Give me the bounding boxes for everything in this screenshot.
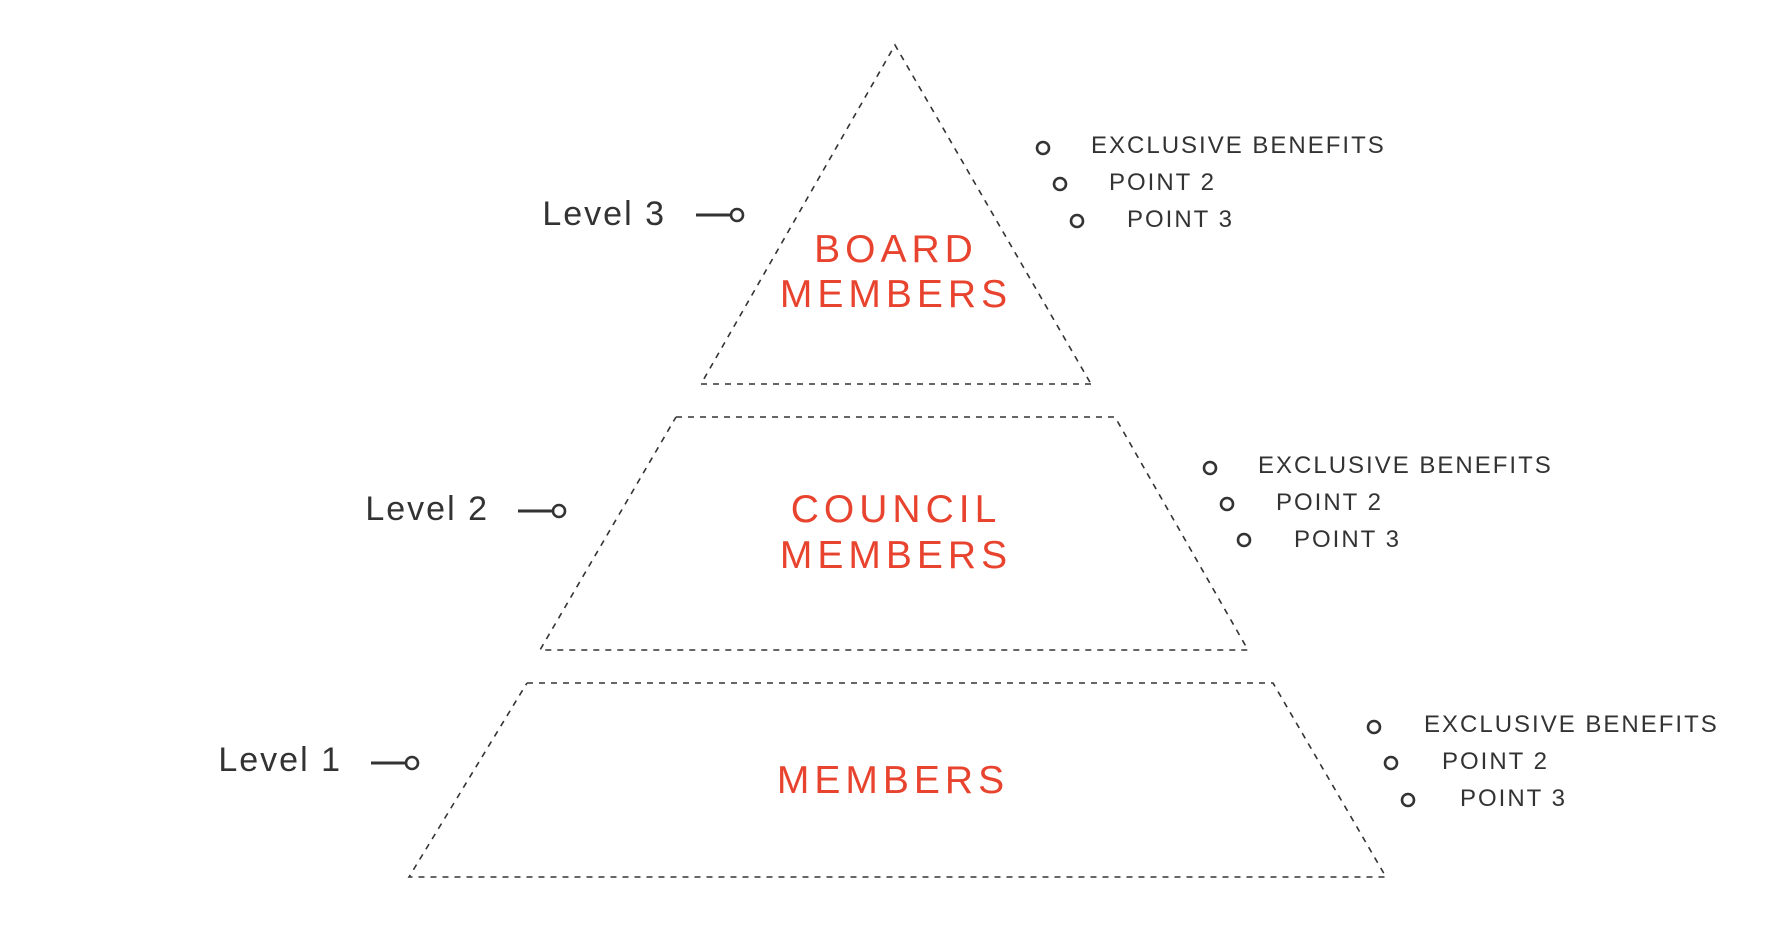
tier-1-benefits-list: EXCLUSIVE BENEFITS POINT 2 POINT 3 — [1366, 711, 1719, 812]
tier-1-benefit-3: POINT 3 — [1460, 785, 1567, 812]
tier-2-title-line-1: COUNCIL — [791, 488, 1002, 531]
bullet-icon — [1219, 496, 1235, 512]
bullet-icon — [1069, 213, 1085, 229]
tier-level-3: BOARD MEMBERS Level 3 EXCLUSIVE BENEFITS… — [542, 43, 1386, 385]
bullet-icon — [1035, 140, 1051, 156]
bullet-icon — [1400, 792, 1416, 808]
tier-2-title-line-2: MEMBERS — [780, 534, 1012, 577]
tier-1-benefit-1: EXCLUSIVE BENEFITS — [1424, 711, 1719, 738]
level-1-label: Level 1 — [218, 741, 342, 779]
tier-3-title-line-2: MEMBERS — [780, 273, 1012, 316]
tier-1-outline — [407, 682, 1388, 878]
tier-2-benefit-3: POINT 3 — [1294, 526, 1401, 553]
tier-level-1: MEMBERS Level 1 EXCLUSIVE BENEFITS POINT… — [218, 682, 1719, 878]
tier-3-outline — [699, 43, 1092, 385]
level-2-connector-dot — [551, 503, 567, 519]
level-3-label: Level 3 — [542, 195, 666, 233]
tier-3-title-line-1: BOARD — [814, 228, 978, 271]
tier-1-benefit-2: POINT 2 — [1442, 748, 1549, 775]
level-2-label: Level 2 — [365, 490, 489, 528]
tier-2-outline — [538, 416, 1250, 651]
bullet-icon — [1202, 460, 1218, 476]
tier-3-benefits-list: EXCLUSIVE BENEFITS POINT 2 POINT 3 — [1035, 132, 1386, 233]
tier-2-benefits-list: EXCLUSIVE BENEFITS POINT 2 POINT 3 — [1202, 452, 1553, 553]
tier-level-2: COUNCIL MEMBERS Level 2 EXCLUSIVE BENEFI… — [365, 416, 1553, 651]
tier-3-benefit-2: POINT 2 — [1109, 169, 1216, 196]
tier-3-benefit-1: EXCLUSIVE BENEFITS — [1091, 132, 1386, 159]
bullet-icon — [1366, 719, 1382, 735]
bullet-icon — [1236, 532, 1252, 548]
bullet-icon — [1052, 176, 1068, 192]
tier-1-title: MEMBERS — [777, 759, 1009, 802]
tier-3-benefit-3: POINT 3 — [1127, 206, 1234, 233]
level-1-connector-dot — [404, 755, 420, 771]
tier-2-benefit-1: EXCLUSIVE BENEFITS — [1258, 452, 1553, 479]
level-3-connector-dot — [729, 207, 745, 223]
bullet-icon — [1383, 755, 1399, 771]
tier-2-benefit-2: POINT 2 — [1276, 489, 1383, 516]
